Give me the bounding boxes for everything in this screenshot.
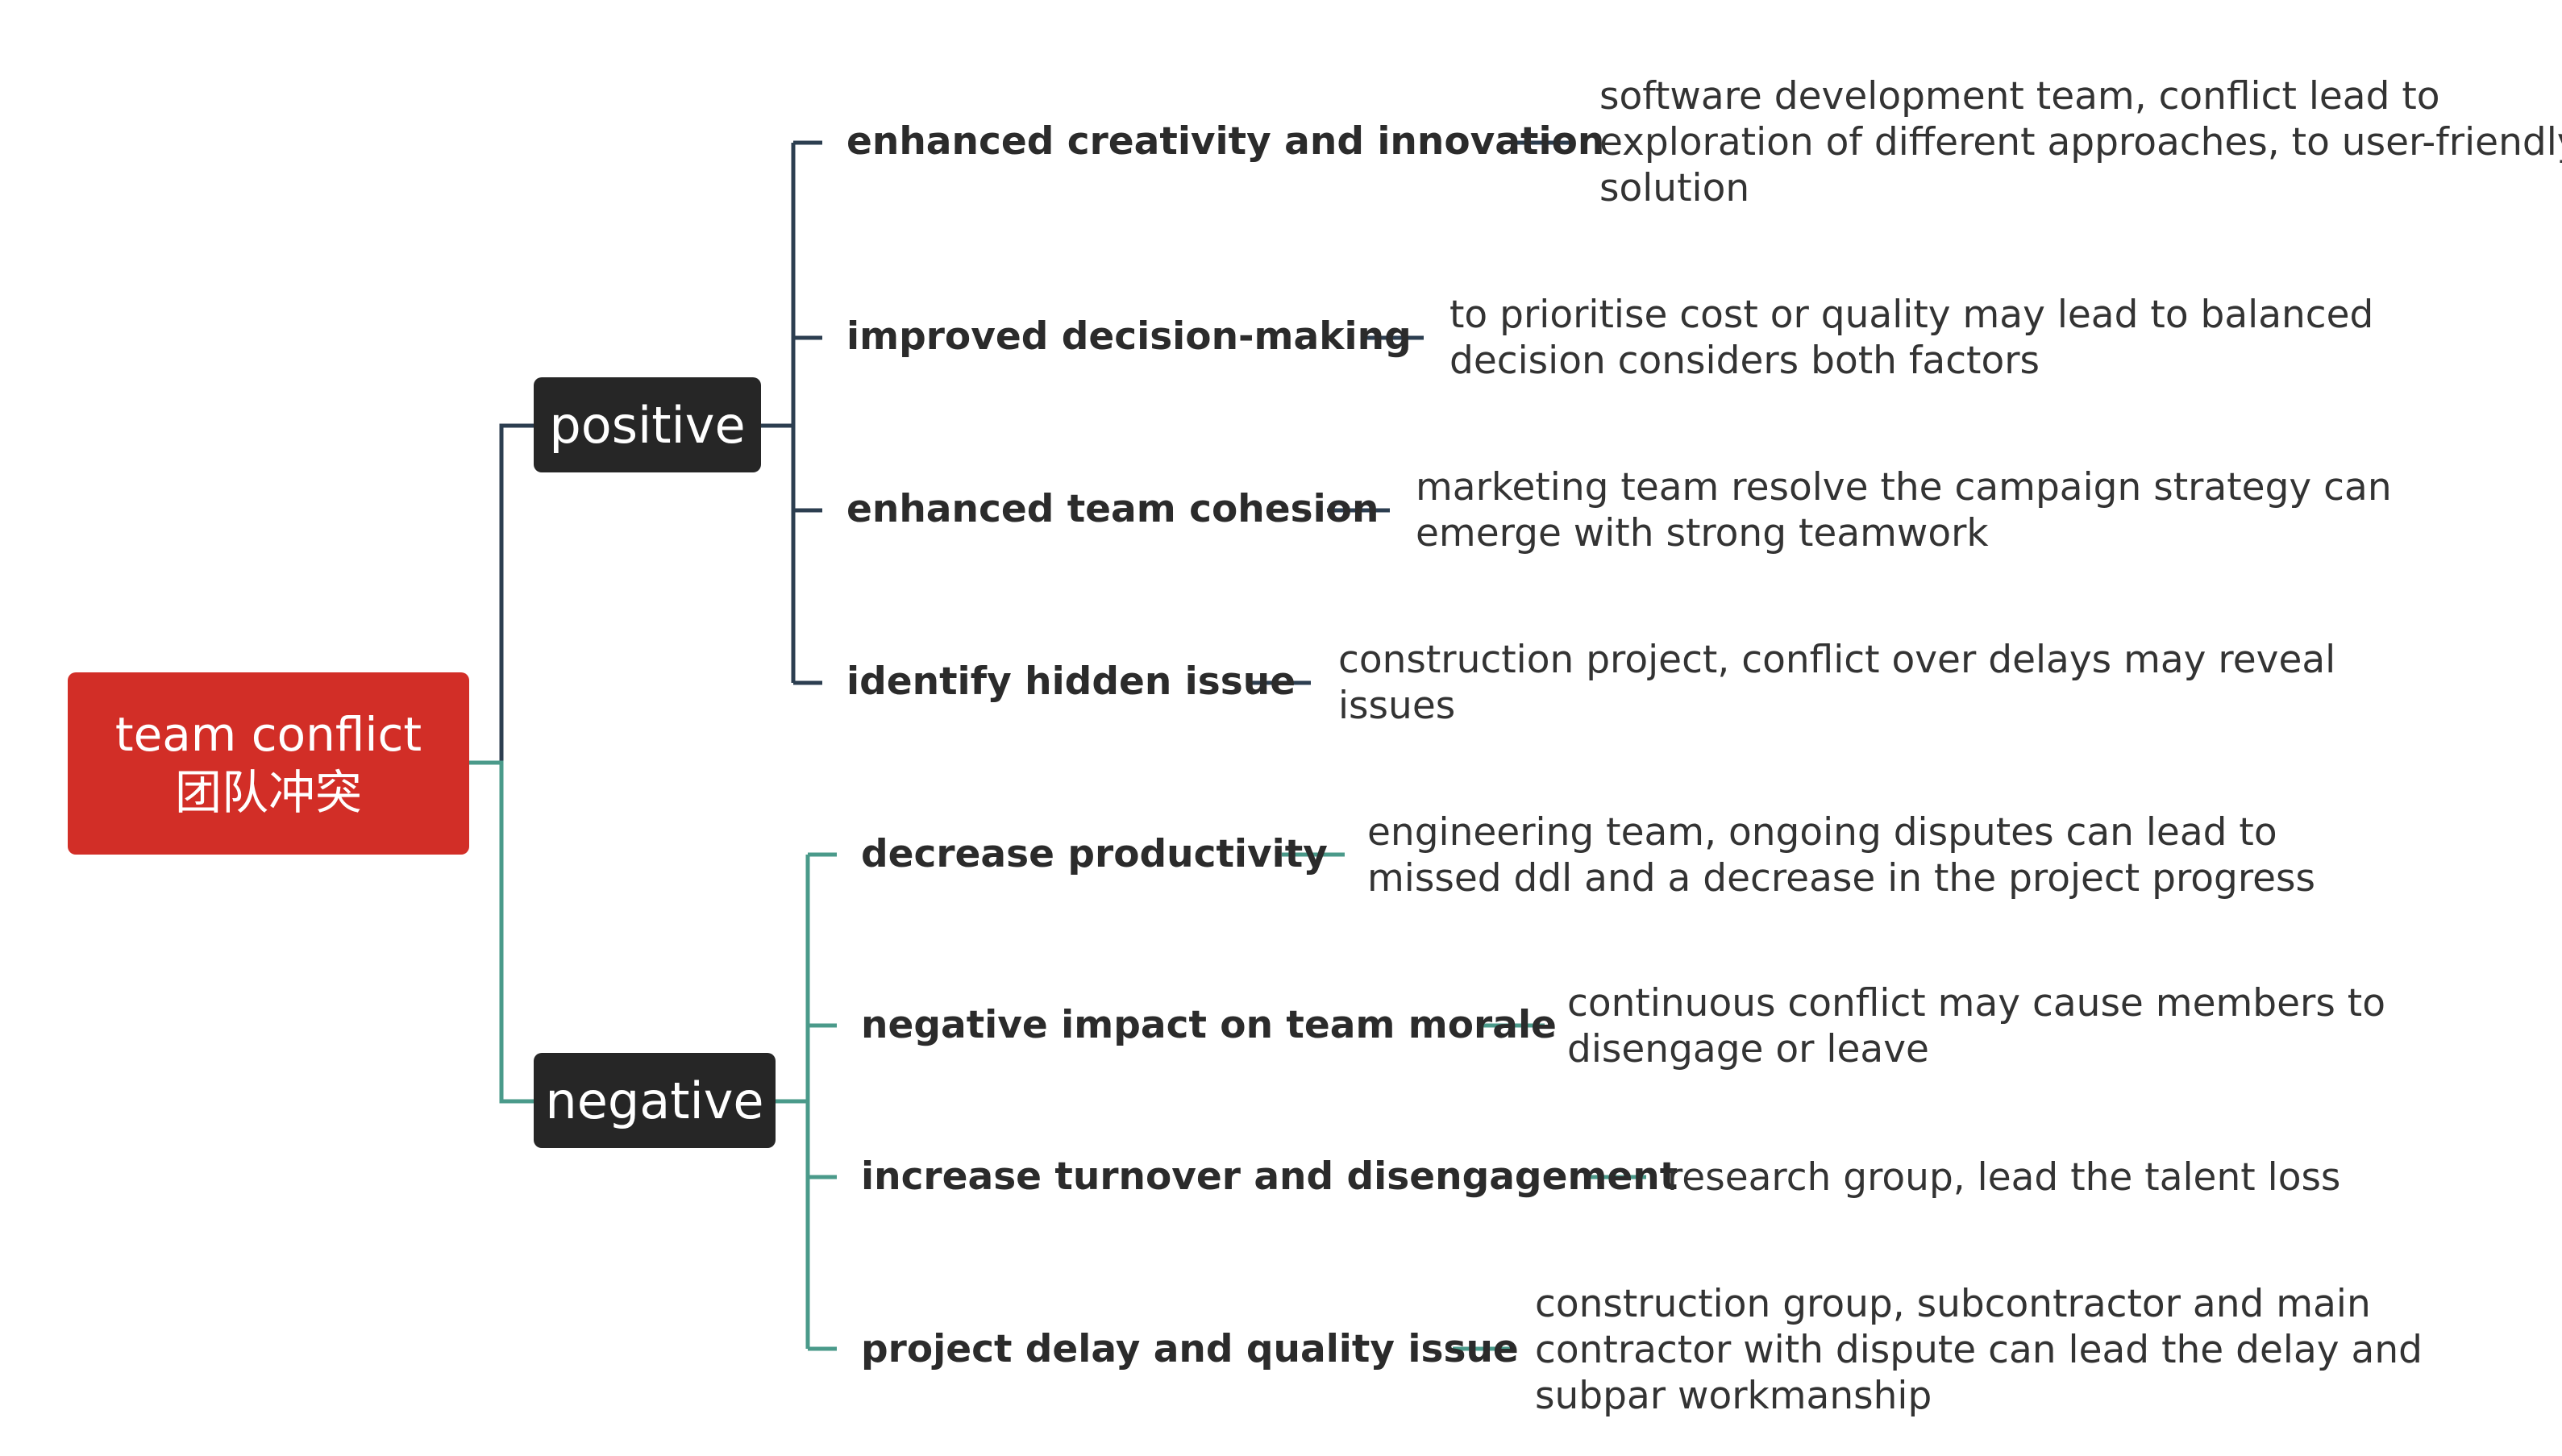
root-connector-positive (469, 423, 534, 765)
detail-line: to prioritise cost or quality may lead t… (1449, 293, 2374, 337)
branch-label: positive (549, 395, 746, 455)
detail-line: issues (1338, 684, 1456, 728)
detail-line: engineering team, ongoing disputes can l… (1367, 810, 2277, 855)
detail-line: research group, lead the talent loss (1667, 1155, 2341, 1200)
detail-identify-hidden-issue: construction project, conflict over dela… (1338, 637, 2335, 729)
branch-label: negative (545, 1071, 764, 1130)
detail-line: solution (1599, 166, 1750, 210)
topic-identify-hidden-issue[interactable]: identify hidden issue (846, 659, 1296, 704)
topic-negative-impact-morale[interactable]: negative impact on team morale (861, 1003, 1557, 1047)
topic-enhanced-team-cohesion[interactable]: enhanced team cohesion (846, 487, 1379, 531)
detail-improved-decision-making: to prioritise cost or quality may lead t… (1449, 292, 2373, 384)
positive-connector-trunk (761, 143, 796, 683)
topic-project-delay[interactable]: project delay and quality issue (861, 1327, 1519, 1371)
detail-line: disengage or leave (1567, 1027, 1929, 1071)
detail-line: construction group, subcontractor and ma… (1535, 1282, 2371, 1326)
detail-decrease-productivity: engineering team, ongoing disputes can l… (1367, 809, 2315, 901)
detail-line: missed ddl and a decrease in the project… (1367, 856, 2316, 901)
topic-improved-decision-making[interactable]: improved decision-making (846, 314, 1412, 359)
detail-line: marketing team resolve the campaign stra… (1416, 465, 2392, 510)
detail-project-delay: construction group, subcontractor and ma… (1535, 1281, 2423, 1419)
detail-increase-turnover: research group, lead the talent loss (1667, 1154, 2340, 1200)
topic-decrease-productivity[interactable]: decrease productivity (861, 832, 1328, 876)
branch-positive[interactable]: positive (534, 377, 761, 472)
detail-line: continuous conflict may cause members to (1567, 981, 2385, 1025)
detail-enhanced-creativity: software development team, conflict lead… (1599, 73, 2562, 211)
topic-increase-turnover[interactable]: increase turnover and disengagement (861, 1154, 1678, 1199)
detail-line: software development team, conflict lead… (1599, 74, 2440, 119)
root-title: team conflict (114, 707, 422, 762)
root-subtitle: 团队冲突 (174, 765, 362, 820)
topic-enhanced-creativity[interactable]: enhanced creativity and innovation (846, 119, 1605, 164)
root-connector-negative (469, 760, 534, 1104)
negative-connector-trunk (776, 855, 810, 1349)
root-node[interactable]: team conflict 团队冲突 (68, 672, 469, 855)
detail-line: emerge with strong teamwork (1416, 511, 1989, 555)
detail-negative-impact-morale: continuous conflict may cause members to… (1567, 980, 2385, 1072)
detail-line: decision considers both factors (1449, 339, 2040, 383)
detail-line: construction project, conflict over dela… (1338, 638, 2336, 682)
detail-line: exploration of different approaches, to … (1599, 120, 2562, 164)
detail-enhanced-team-cohesion: marketing team resolve the campaign stra… (1416, 464, 2392, 556)
detail-line: contractor with dispute can lead the del… (1535, 1328, 2423, 1372)
branch-negative[interactable]: negative (534, 1053, 776, 1148)
detail-line: subpar workmanship (1535, 1374, 1932, 1418)
